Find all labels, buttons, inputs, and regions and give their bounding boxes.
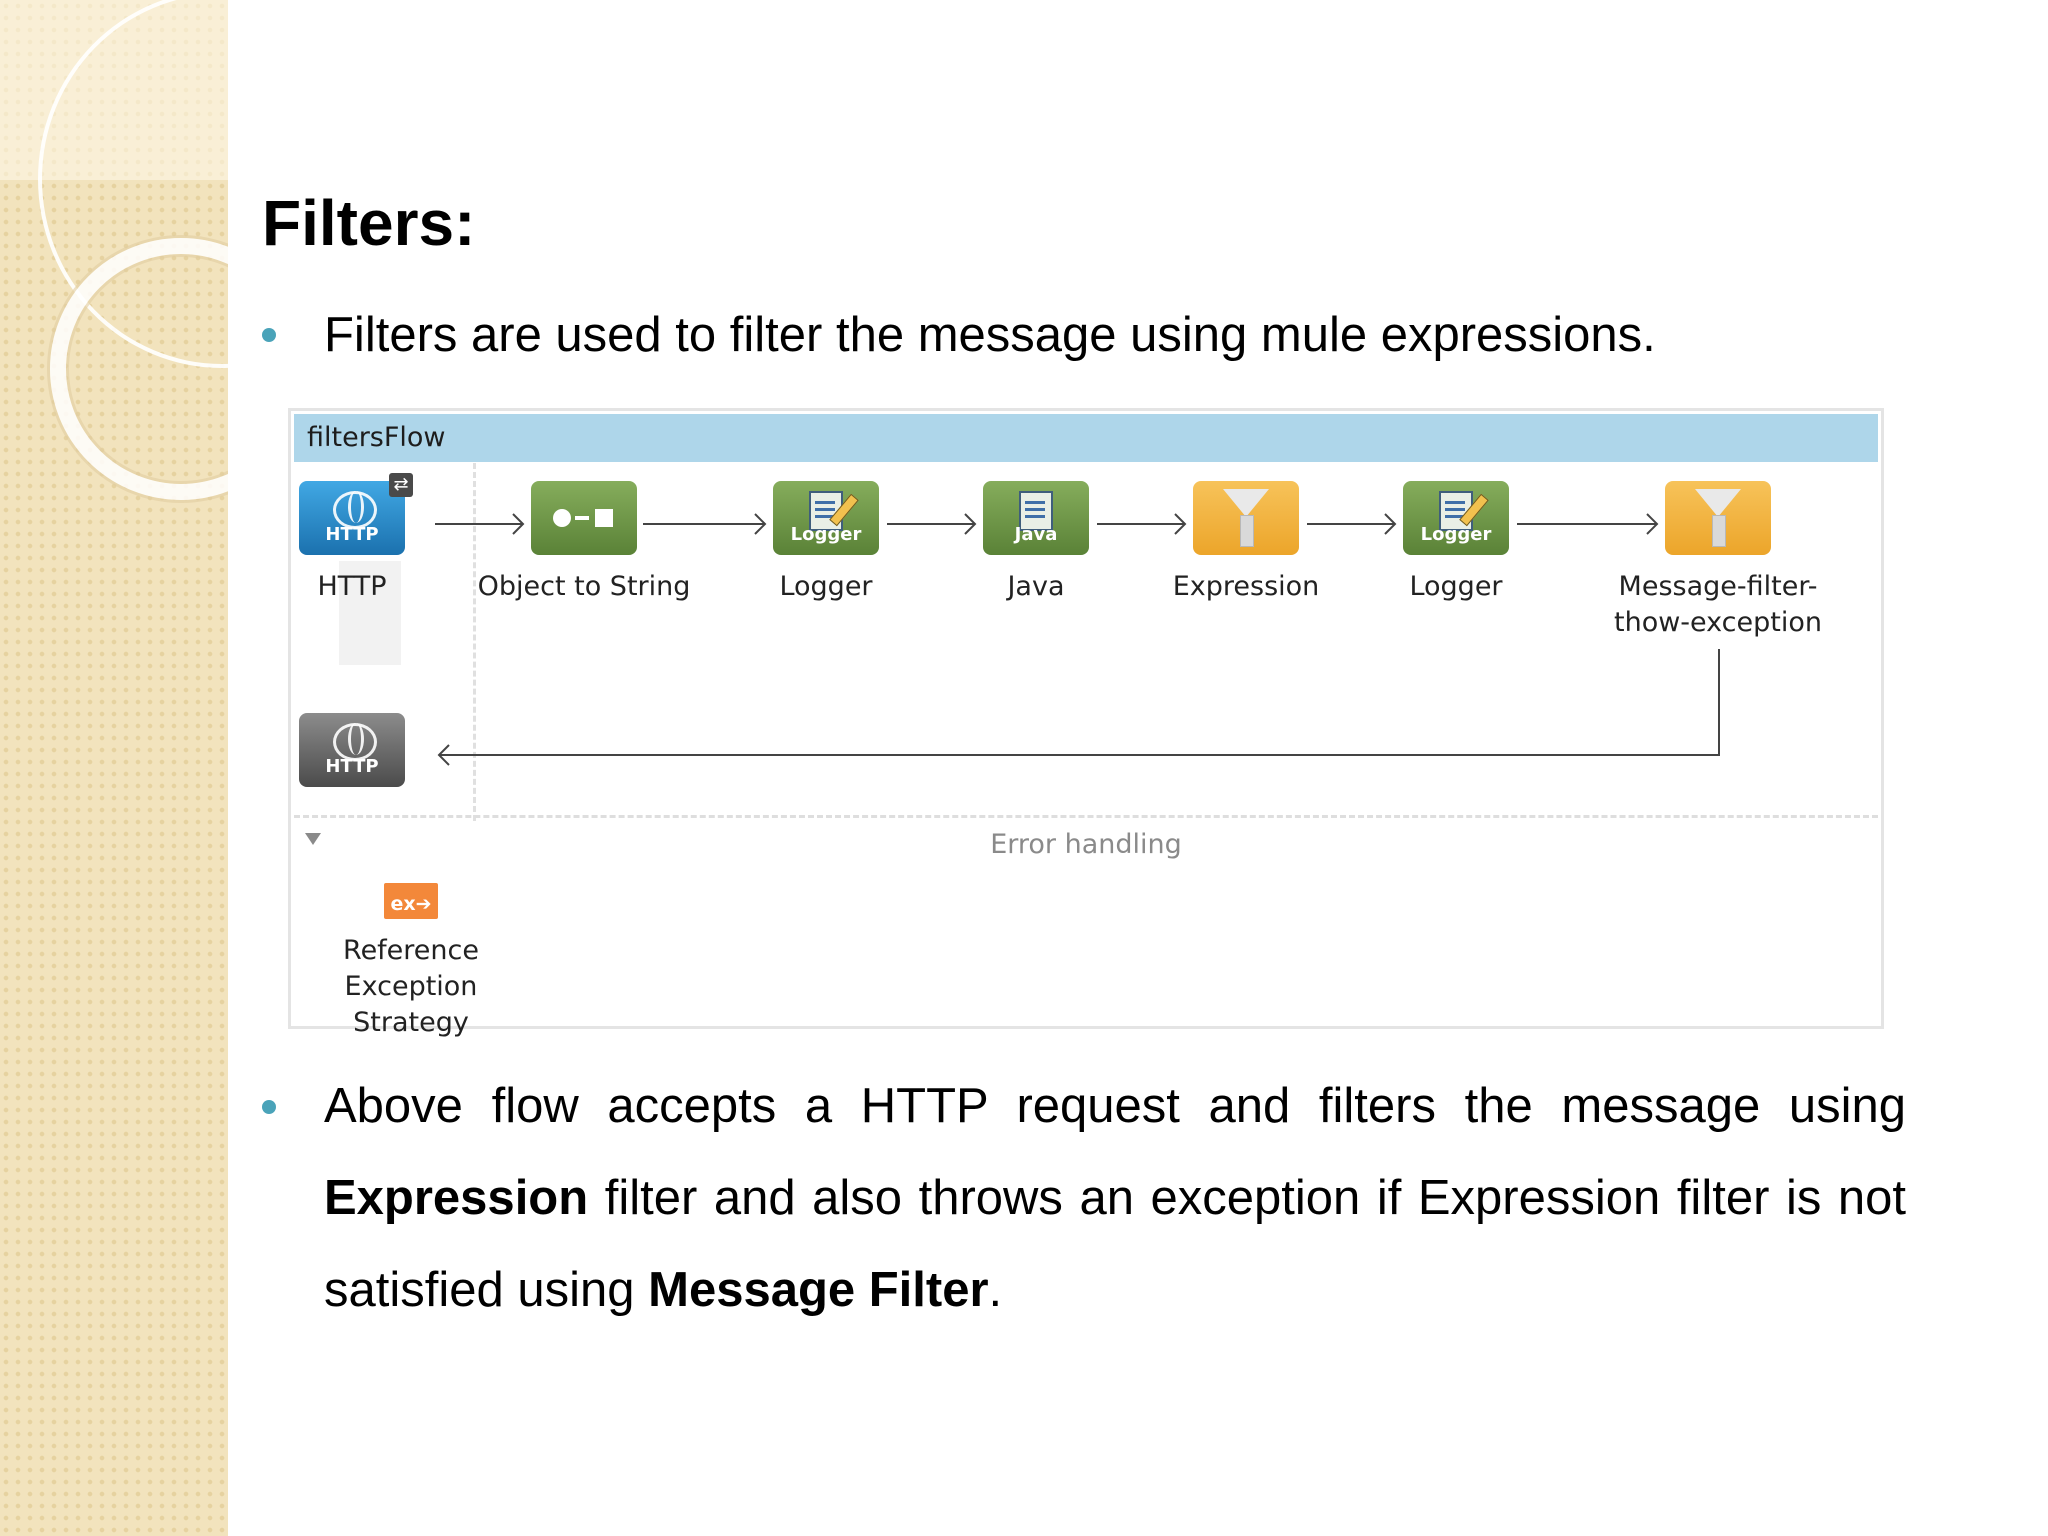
http-globe-icon: HTTP ⇄ (299, 473, 413, 555)
connector-1-arrowhead (512, 513, 525, 535)
node-label: HTTP (317, 571, 387, 602)
bullet-item: Filters are used to filter the message u… (262, 300, 1656, 370)
exception-strategy-icon: ex➔ (384, 883, 438, 919)
flow-connectors (339, 513, 1720, 766)
return-connector (439, 649, 1720, 756)
error-handling-title: Error handling (990, 829, 1182, 860)
source-separator (473, 463, 476, 821)
logger-icon: Logger (773, 481, 879, 555)
flow-node-http[interactable]: HTTP ⇄ HTTP (242, 473, 462, 605)
http-globe-icon: HTTP (299, 713, 405, 787)
connector-5-arrowhead (1384, 513, 1397, 535)
response-track (339, 561, 401, 665)
filter-funnel-icon (1665, 481, 1771, 555)
decorative-sidebar (0, 0, 228, 1536)
flow-node-logger-2[interactable]: Logger Logger (1346, 481, 1566, 605)
reference-exception-strategy[interactable]: ex➔ Reference Exception Strategy (301, 883, 521, 1041)
connector-3-arrowhead (964, 513, 977, 535)
node-label: Object to String (477, 571, 691, 602)
logger-icon: Logger (1403, 481, 1509, 555)
flow-node-message-filter[interactable]: Message-filter- thow-exception (1608, 481, 1828, 641)
connector-2-arrowhead (754, 513, 767, 535)
node-label: Message-filter- thow-exception (1614, 571, 1822, 638)
exchange-pattern-icon: ⇄ (389, 473, 413, 497)
transformer-icon (531, 481, 637, 555)
bullet-dot-icon (262, 328, 276, 342)
node-label: Expression (1172, 571, 1320, 602)
error-handling-separator (294, 815, 1878, 818)
flow-diagram: filtersFlow HTTP ⇄ HTTP (288, 408, 1884, 1038)
flow-header: filtersFlow (294, 414, 1878, 462)
connector-6-arrowhead (1646, 513, 1659, 535)
flow-title: filtersFlow (307, 422, 446, 453)
bullet-text: Filters are used to filter the message u… (324, 308, 1656, 362)
flow-node-logger[interactable]: Logger Logger (716, 481, 936, 605)
flow-node-java[interactable]: Java Java (926, 481, 1146, 605)
bullet-item: Above flow accepts a HTTP request and fi… (262, 1060, 1906, 1336)
node-label: Logger (1409, 571, 1503, 602)
java-icon: Java (983, 481, 1089, 555)
node-label: Java (1007, 571, 1065, 602)
connector-4-arrowhead (1174, 513, 1187, 535)
bold-term: Message Filter (648, 1263, 989, 1317)
node-label: Reference Exception Strategy (343, 935, 479, 1038)
flow-node-object-to-string[interactable]: Object to String (474, 481, 694, 605)
bullet-text: Above flow accepts a HTTP request and fi… (324, 1079, 1906, 1317)
filter-funnel-icon (1193, 481, 1299, 555)
collapse-arrow-icon[interactable] (305, 833, 321, 845)
flow-node-http-response[interactable]: HTTP (242, 713, 462, 787)
return-connector-arrowhead (437, 744, 450, 766)
bullet-dot-icon (262, 1100, 276, 1114)
slide-title: Filters: (262, 187, 476, 259)
flow-node-expression-filter[interactable]: Expression (1136, 481, 1356, 605)
bold-term: Expression (324, 1171, 589, 1225)
node-label: Logger (779, 571, 873, 602)
